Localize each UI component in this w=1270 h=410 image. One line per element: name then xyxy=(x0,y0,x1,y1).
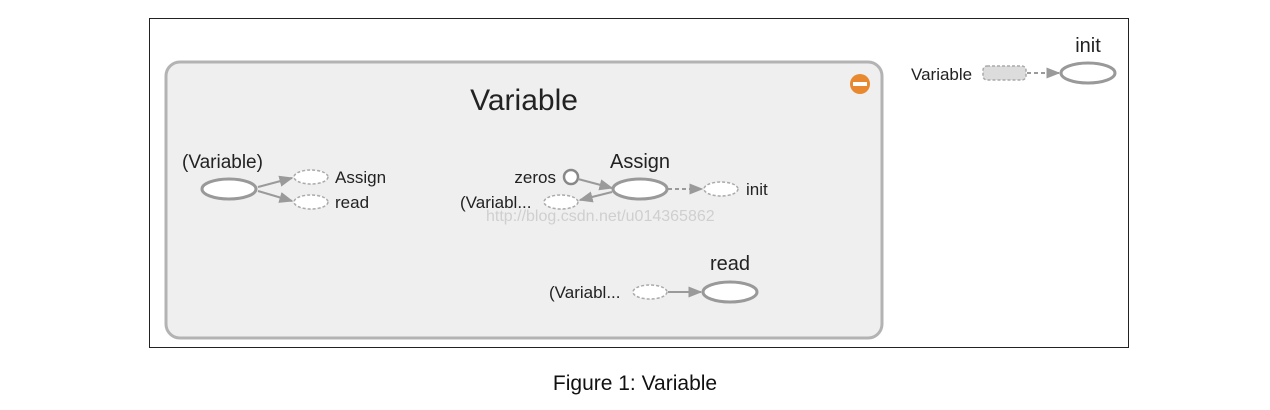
variable-node[interactable] xyxy=(200,177,258,201)
variable-assign-node[interactable] xyxy=(293,169,329,185)
zeros-label: zeros xyxy=(514,168,556,187)
read-variable-input-label: (Variabl... xyxy=(549,283,621,302)
outside-init-title: init xyxy=(1075,35,1101,57)
variable-namespace-box[interactable] xyxy=(164,60,884,340)
edge-zeros-to-assign xyxy=(577,178,614,191)
outside-init-node[interactable] xyxy=(1059,61,1117,85)
variable-assign-label: Assign xyxy=(335,168,386,187)
variable-read-node[interactable] xyxy=(293,194,329,210)
read-node[interactable] xyxy=(701,280,759,304)
variable-node-label: (Variable) xyxy=(182,152,263,173)
variable-namespace-title: Variable xyxy=(470,84,578,117)
edge-variable-to-assign xyxy=(257,175,294,188)
assign-node[interactable] xyxy=(611,177,669,201)
assign-init-label: init xyxy=(746,180,768,199)
edge-variable-to-read xyxy=(257,190,294,203)
zeros-node[interactable] xyxy=(562,168,580,186)
variable-read-label: read xyxy=(335,193,369,212)
figure-caption: Figure 1: Variable xyxy=(552,372,718,395)
assign-title: Assign xyxy=(610,151,670,173)
watermark-text: http://blog.csdn.net/u014365862 xyxy=(486,208,715,225)
assign-variable-input-label: (Variabl... xyxy=(460,193,532,212)
edge-assign-to-variable-input xyxy=(578,191,613,203)
assign-variable-input-node[interactable] xyxy=(543,194,579,210)
read-variable-input-node[interactable] xyxy=(632,284,668,300)
assign-init-node[interactable] xyxy=(703,181,739,197)
outside-variable-node[interactable] xyxy=(982,65,1027,81)
collapse-icon[interactable] xyxy=(850,74,870,94)
read-title: read xyxy=(710,253,750,275)
outside-variable-label: Variable xyxy=(911,65,972,84)
